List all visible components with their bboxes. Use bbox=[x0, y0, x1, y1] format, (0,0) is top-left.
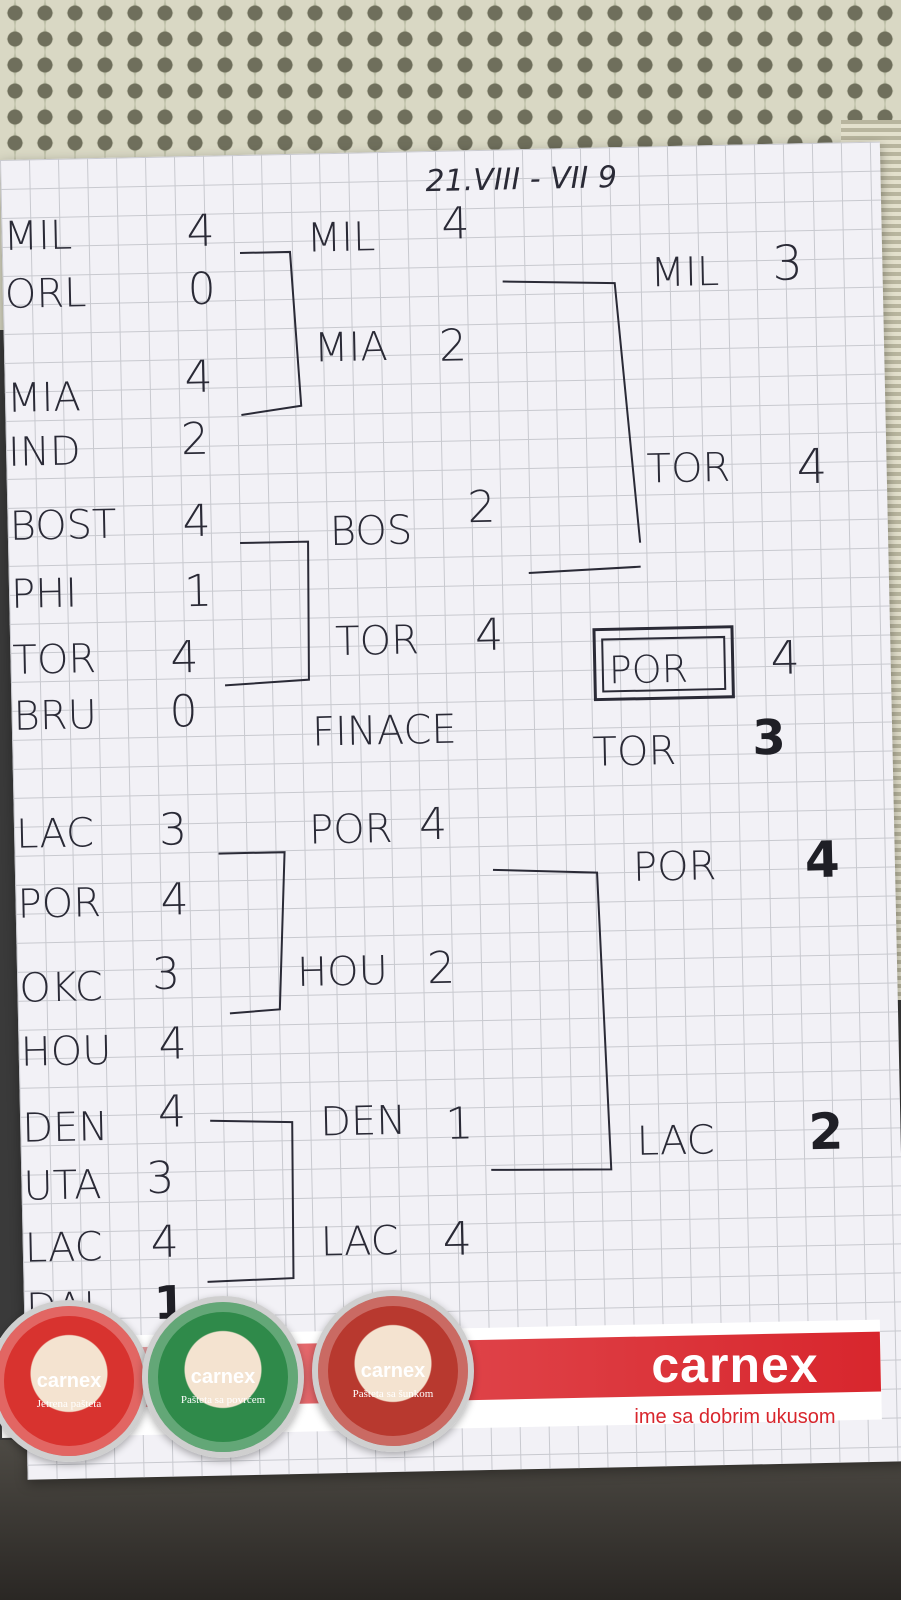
tin-label: Jetrena pašteta bbox=[36, 1398, 102, 1410]
r2-score-8: 4 bbox=[442, 1211, 472, 1266]
r1-score-2: 0 bbox=[187, 264, 216, 316]
tin-brand: carnex bbox=[360, 1360, 426, 1382]
pate-tin-ham: carnex Pašteta sa šunkom bbox=[312, 1290, 474, 1452]
r1-score-4: 2 bbox=[180, 414, 209, 466]
finals-winner-score: 4 bbox=[770, 630, 800, 685]
bracket-lines-r2 bbox=[491, 280, 642, 1171]
r3-team-4: LAC bbox=[636, 1117, 715, 1165]
r2-score-1: 4 bbox=[441, 198, 470, 250]
r1-score-8: 0 bbox=[169, 686, 198, 738]
tin-brand: carnex bbox=[190, 1366, 256, 1388]
r2-score-4: 4 bbox=[475, 610, 504, 662]
r1-score-10: 4 bbox=[160, 874, 189, 926]
r2-score-3: 2 bbox=[467, 482, 496, 534]
r1-team-13: DEN bbox=[22, 1104, 109, 1152]
r1-score-5: 4 bbox=[182, 496, 211, 548]
r2-team-2: MIA bbox=[314, 324, 389, 372]
r1-team-4: IND bbox=[8, 428, 81, 476]
r1-team-1: MIL bbox=[3, 213, 73, 260]
finals-label: FINACE bbox=[312, 707, 458, 756]
r3-score-1: 3 bbox=[772, 235, 804, 292]
r1-score-14: 3 bbox=[146, 1153, 175, 1205]
r2-team-7: DEN bbox=[320, 1098, 407, 1146]
r2-team-5: POR bbox=[309, 806, 393, 854]
r1-score-12: 4 bbox=[158, 1018, 187, 1070]
r1-team-7: TOR bbox=[12, 636, 97, 684]
r1-score-15: 4 bbox=[150, 1217, 179, 1269]
r1-team-11: OKC bbox=[19, 964, 103, 1012]
pate-tin-vegetable: carnex Pašteta sa povrćem bbox=[142, 1296, 304, 1458]
r2-score-2: 2 bbox=[438, 320, 467, 372]
r1-score-3: 4 bbox=[184, 352, 213, 404]
r1-score-6: 1 bbox=[184, 566, 213, 618]
r3-score-4: 2 bbox=[808, 1103, 844, 1162]
round3-column: MIL 3 TOR 4 POR 4 LAC 2 bbox=[632, 235, 844, 1165]
r3-score-2: 4 bbox=[796, 439, 828, 496]
r1-team-6: PHI bbox=[11, 570, 78, 617]
tin-label: Pašteta sa šunkom bbox=[352, 1388, 434, 1400]
bracket-lines-r1 bbox=[207, 250, 310, 1283]
r2-team-3: BOS bbox=[329, 507, 412, 555]
r1-team-2: ORL bbox=[4, 270, 87, 318]
r2-score-7: 1 bbox=[445, 1098, 474, 1150]
r1-team-8: BRU bbox=[13, 692, 97, 740]
header-date: 21.VIII - VII 9 bbox=[425, 160, 617, 199]
finals-winner-team: POR bbox=[608, 647, 688, 693]
r1-score-13: 4 bbox=[157, 1086, 186, 1138]
tin-label: Pašteta sa povrćem bbox=[180, 1394, 266, 1406]
tin-brand: carnex bbox=[36, 1370, 102, 1392]
r1-team-9: LAC bbox=[16, 810, 95, 858]
finals-runnerup-team: TOR bbox=[592, 728, 677, 776]
r2-score-5: 4 bbox=[418, 799, 447, 851]
r3-team-1: MIL bbox=[650, 249, 720, 296]
round1-column: MIL 4 ORL 0 MIA 4 IND 2 BOST 4 PHI 1 TOR… bbox=[3, 206, 216, 1332]
r1-team-5: BOST bbox=[9, 502, 117, 550]
brand-slogan: ime sa dobrim ukusom bbox=[634, 1406, 836, 1428]
champion-box bbox=[592, 625, 735, 702]
r1-team-10: POR bbox=[17, 880, 101, 928]
brand-logo: carnex bbox=[651, 1337, 819, 1393]
r2-score-6: 2 bbox=[426, 943, 455, 995]
round2-column: MIL 4 MIA 2 BOS 2 TOR 4 POR 4 HOU 2 DEN … bbox=[297, 198, 504, 1266]
r1-score-7: 4 bbox=[170, 632, 199, 684]
r1-team-12: HOU bbox=[20, 1028, 112, 1076]
r2-team-6: HOU bbox=[297, 948, 389, 996]
r2-team-8: LAC bbox=[320, 1218, 399, 1266]
finals-runnerup-score: 3 bbox=[752, 710, 787, 767]
r1-score-9: 3 bbox=[159, 804, 188, 856]
r3-team-2: TOR bbox=[646, 445, 731, 493]
r1-team-3: MIA bbox=[7, 374, 82, 422]
r3-team-3: POR bbox=[632, 843, 716, 891]
r1-score-1: 4 bbox=[186, 206, 215, 258]
r2-team-4: TOR bbox=[335, 617, 420, 665]
r3-score-3: 4 bbox=[804, 831, 840, 890]
r1-team-15: LAC bbox=[24, 1224, 103, 1272]
r2-team-1: MIL bbox=[306, 214, 376, 261]
r1-score-11: 3 bbox=[152, 948, 181, 1000]
r1-team-14: UTA bbox=[23, 1162, 102, 1210]
finals-section: FINACE POR 4 TOR 3 bbox=[312, 625, 800, 776]
